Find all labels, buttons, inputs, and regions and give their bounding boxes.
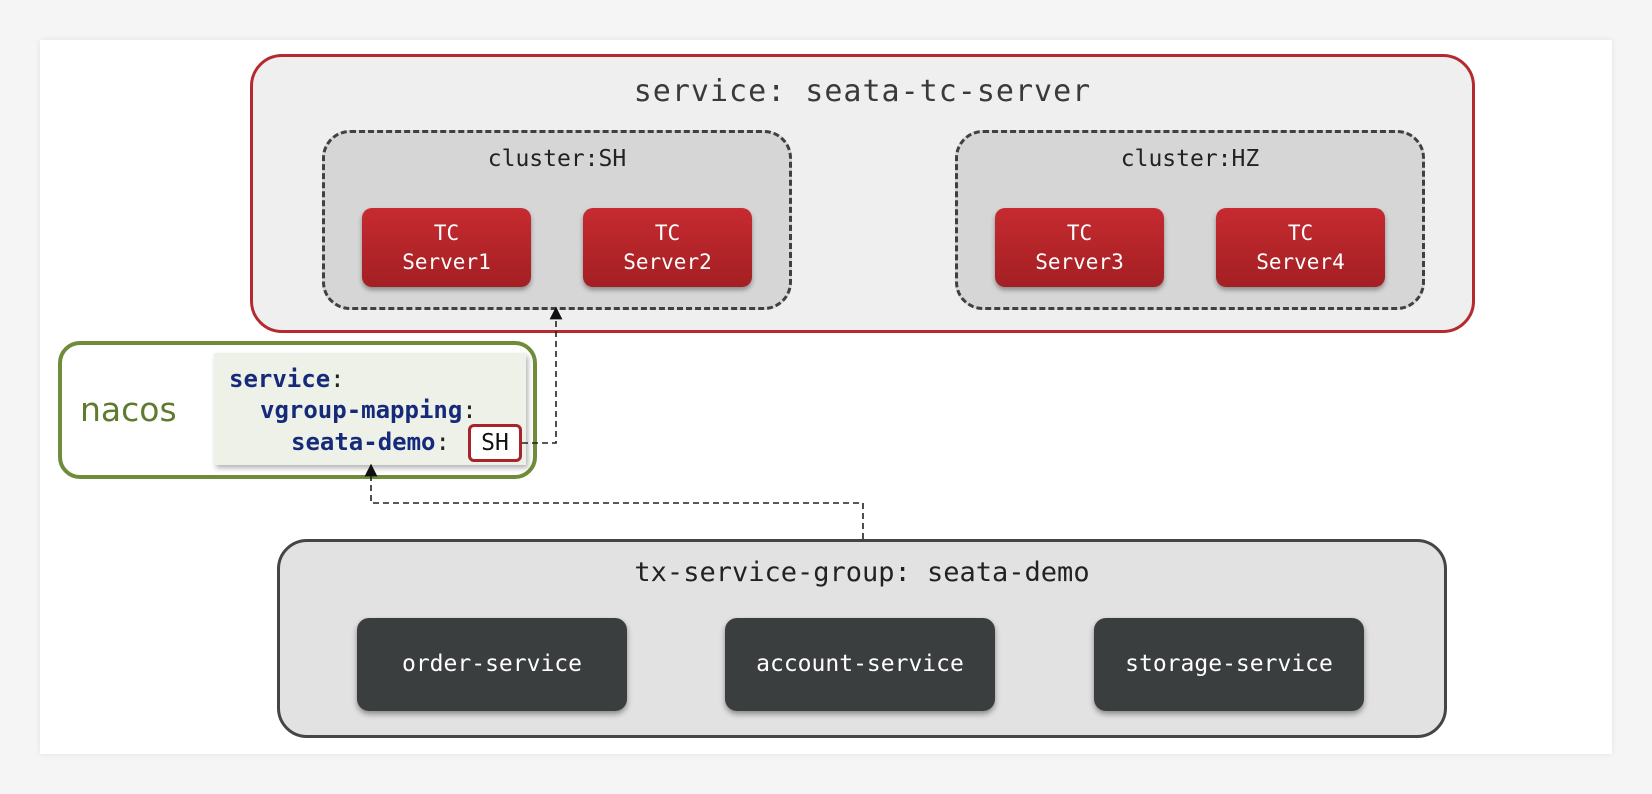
tc-server-3: TC Server3 bbox=[995, 208, 1164, 287]
yaml-key-vgroup-mapping: vgroup-mapping bbox=[260, 396, 463, 424]
yaml-value-sh: SH bbox=[468, 424, 522, 462]
tc-server-4-line1: TC bbox=[1287, 220, 1314, 245]
yaml-colon: : bbox=[330, 365, 345, 393]
yaml-line-3: seata-demo: bbox=[291, 428, 450, 456]
service-title: service: seata-tc-server bbox=[633, 74, 1092, 109]
yaml-line-1: service: bbox=[229, 365, 345, 393]
tc-server-4: TC Server4 bbox=[1216, 208, 1385, 287]
nacos-label: nacos bbox=[80, 390, 177, 429]
tc-server-1-line2: Server1 bbox=[402, 249, 491, 274]
cluster-hz-label: cluster:HZ bbox=[1120, 146, 1260, 172]
tc-server-4-line2: Server4 bbox=[1256, 249, 1345, 274]
tc-server-3-line2: Server3 bbox=[1035, 249, 1124, 274]
cluster-sh-label: cluster:SH bbox=[487, 146, 627, 172]
tx-group-to-nacos-arrow bbox=[364, 463, 864, 539]
yaml-key-service: service bbox=[229, 365, 331, 393]
tc-server-3-line1: TC bbox=[1066, 220, 1093, 245]
sh-to-cluster-arrow bbox=[522, 306, 563, 444]
tc-server-2: TC Server2 bbox=[583, 208, 752, 287]
tc-server-1: TC Server1 bbox=[362, 208, 531, 287]
tc-server-2-line1: TC bbox=[654, 220, 681, 245]
account-service-box: account-service bbox=[725, 618, 995, 711]
yaml-line-2: vgroup-mapping: bbox=[260, 396, 477, 424]
yaml-colon: : bbox=[435, 428, 450, 456]
order-service-box: order-service bbox=[357, 618, 627, 711]
yaml-colon: : bbox=[462, 396, 477, 424]
storage-service-box: storage-service bbox=[1094, 618, 1364, 711]
tc-server-1-line1: TC bbox=[433, 220, 460, 245]
yaml-key-seata-demo: seata-demo bbox=[291, 428, 436, 456]
tx-group-title: tx-service-group: seata-demo bbox=[634, 557, 1090, 588]
tc-server-2-line2: Server2 bbox=[623, 249, 712, 274]
